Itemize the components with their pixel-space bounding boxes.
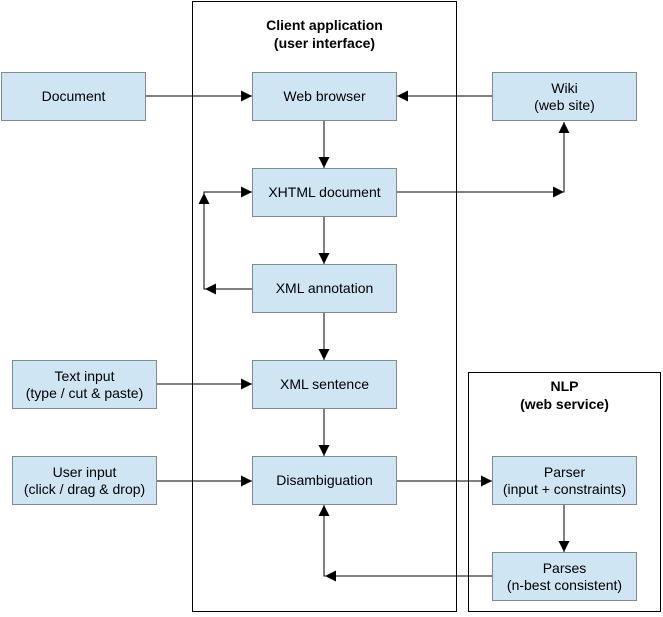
parses-line2: (n-best consistent): [506, 576, 623, 593]
client-title-line2: (user interface): [273, 35, 376, 51]
text-input-line1: Text input: [54, 367, 115, 384]
document-label: Document: [41, 88, 106, 104]
parser-line1: Parser: [543, 463, 586, 480]
xhtml-document-label: XHTML document: [268, 184, 381, 200]
wiki-line2: (web site): [534, 96, 595, 113]
nlp-frame: NLP (web service): [468, 372, 661, 612]
document-box: Document: [1, 72, 146, 121]
disambiguation-box: Disambiguation: [252, 456, 397, 505]
web-browser-box: Web browser: [252, 72, 397, 121]
arrow-parses-to-disambiguation: [318, 505, 492, 577]
text-input-line2: (type / cut & paste): [25, 384, 144, 401]
parses-box: Parses (n-best consistent): [492, 552, 637, 601]
xml-sentence-box: XML sentence: [252, 360, 397, 409]
parser-box: Parser (input + constraints): [492, 456, 637, 505]
nlp-title-line2: (web service): [520, 396, 609, 412]
client-title-line1: Client application: [266, 17, 383, 33]
web-browser-label: Web browser: [283, 88, 366, 104]
nlp-title-line1: NLP: [550, 378, 579, 394]
disambiguation-label: Disambiguation: [276, 472, 373, 488]
arrow-xhtml-to-wiki: [397, 122, 570, 193]
wiki-box: Wiki (web site): [492, 72, 637, 121]
xml-annotation-box: XML annotation: [252, 264, 397, 313]
xml-annotation-label: XML annotation: [275, 280, 374, 296]
client-application-title: Client application (user interface): [193, 16, 456, 52]
user-input-line2: (click / drag & drop): [23, 480, 146, 497]
arrow-annotation-to-xhtml-loop: [203, 186, 252, 290]
xhtml-document-box: XHTML document: [252, 168, 397, 217]
xml-sentence-label: XML sentence: [280, 376, 369, 392]
wiki-line1: Wiki: [551, 79, 578, 96]
client-application-frame: Client application (user interface): [192, 1, 457, 612]
user-input-box: User input (click / drag & drop): [12, 456, 157, 505]
user-input-line1: User input: [52, 463, 117, 480]
parser-line2: (input + constraints): [502, 480, 627, 497]
parses-line1: Parses: [542, 559, 587, 576]
text-input-box: Text input (type / cut & paste): [12, 360, 157, 409]
nlp-title: NLP (web service): [469, 377, 660, 413]
